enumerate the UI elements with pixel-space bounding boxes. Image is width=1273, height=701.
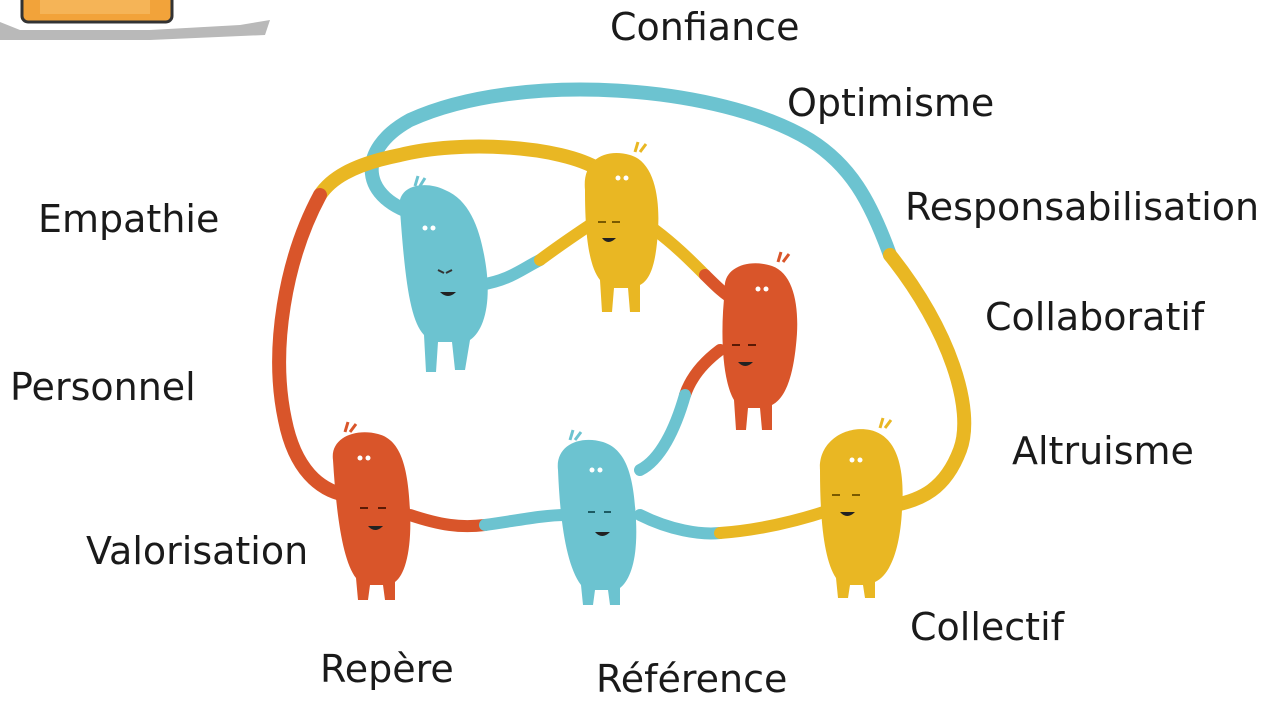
red-figure-middle <box>722 251 798 430</box>
label-empathie: Empathie <box>38 197 220 241</box>
blue-figure-bottom <box>557 429 637 605</box>
label-confiance: Confiance <box>610 5 800 49</box>
blue-figure-top <box>399 175 488 372</box>
label-collaboratif: Collaboratif <box>985 295 1205 339</box>
red-figure-bottom <box>332 421 411 600</box>
label-optimisme: Optimisme <box>787 81 995 125</box>
label-reference: Référence <box>596 657 788 701</box>
yellow-figure-bottom <box>819 417 903 598</box>
label-valorisation: Valorisation <box>86 529 309 573</box>
label-repere: Repère <box>320 647 454 691</box>
label-personnel: Personnel <box>10 365 196 409</box>
corner-sign-icon <box>0 0 270 40</box>
label-altruisme: Altruisme <box>1012 429 1194 473</box>
yellow-right-arm <box>883 248 972 512</box>
yellow-figure-top <box>584 141 659 312</box>
label-responsabilisation: Responsabilisation <box>905 185 1260 229</box>
label-collectif: Collectif <box>910 605 1065 649</box>
yellow-left-arm <box>313 139 607 202</box>
red-left-arm <box>272 188 352 502</box>
